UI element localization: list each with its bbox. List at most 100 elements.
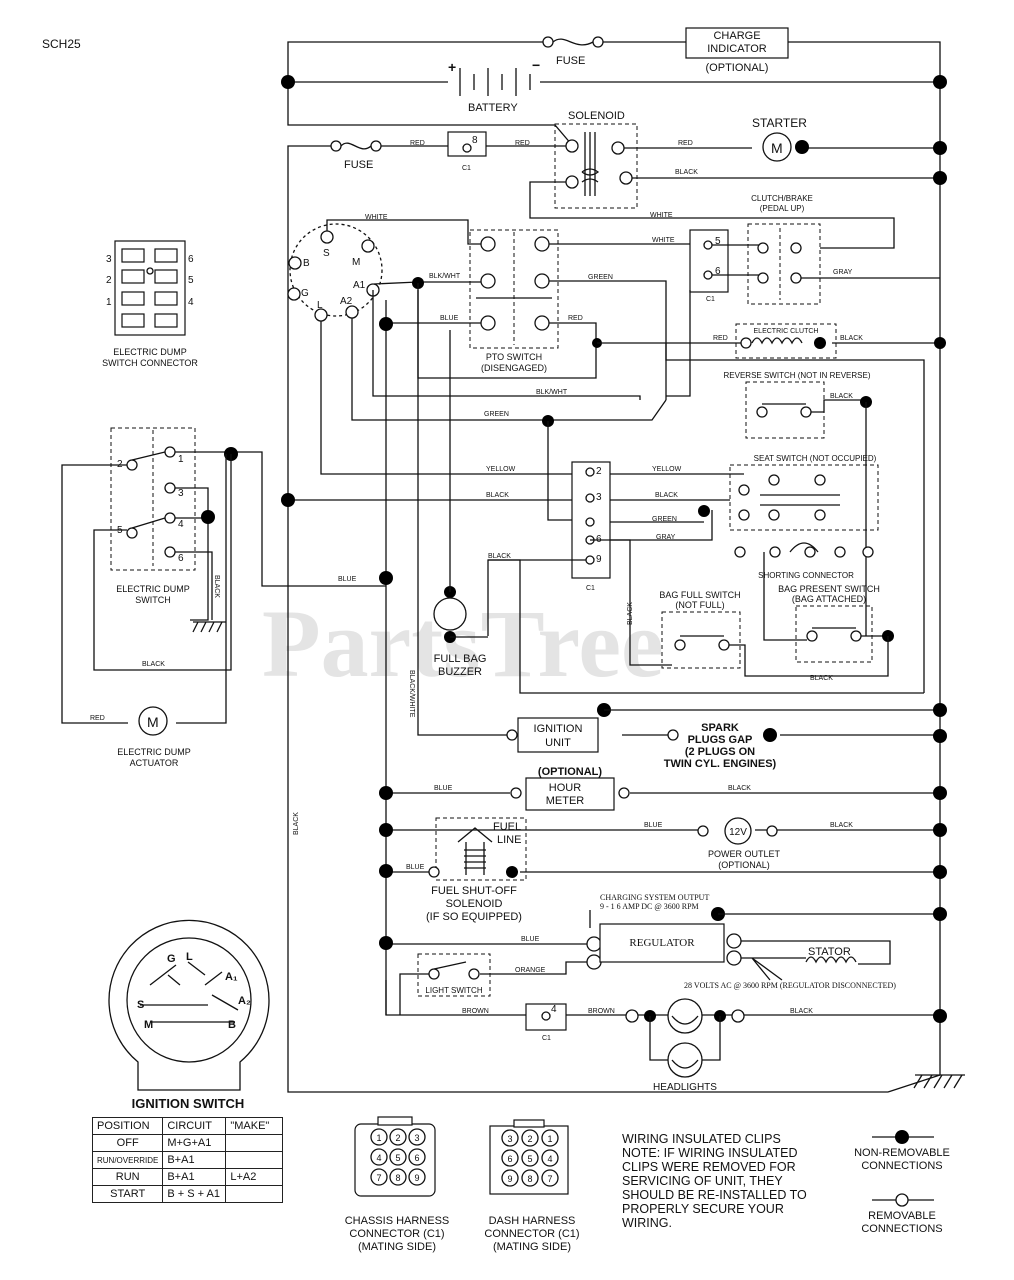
- svg-text:SPARK: SPARK: [701, 722, 739, 734]
- c1-5-6: 5 6 C1: [689, 229, 760, 303]
- wiring-note: WIRING INSULATED CLIPS NOTE: IF WIRING I…: [622, 1132, 807, 1230]
- svg-text:RED: RED: [410, 140, 425, 147]
- svg-text:HOUR: HOUR: [549, 782, 581, 794]
- svg-text:SEAT SWITCH (NOT OCCUPIED): SEAT SWITCH (NOT OCCUPIED): [754, 454, 877, 463]
- svg-text:BLACK: BLACK: [840, 335, 863, 342]
- svg-text:BLACK: BLACK: [488, 553, 511, 560]
- ignition-unit: BLACK/WHITE IGNITION UNIT SPARK PLUGS GA…: [408, 290, 947, 770]
- pto-switch: PTO SWITCH (DISENGAGED): [469, 229, 559, 373]
- ignition-switch-table: POSITION CIRCUIT "MAKE" OFF M+G+A1 RUN/O…: [91, 1117, 284, 1203]
- svg-text:CONNECTOR (C1): CONNECTOR (C1): [484, 1228, 579, 1240]
- svg-text:M: M: [144, 1019, 153, 1031]
- svg-text:PROPERLY SECURE YOUR: PROPERLY SECURE YOUR: [622, 1202, 784, 1216]
- svg-text:BLACK: BLACK: [728, 785, 751, 792]
- svg-text:LIGHT SWITCH: LIGHT SWITCH: [425, 986, 482, 995]
- svg-text:(OPTIONAL): (OPTIONAL): [718, 860, 770, 870]
- svg-text:BLK/WHT: BLK/WHT: [429, 273, 461, 280]
- svg-text:5: 5: [395, 1153, 400, 1163]
- svg-text:REVERSE SWITCH (NOT IN REVERSE: REVERSE SWITCH (NOT IN REVERSE): [724, 371, 871, 380]
- svg-text:CHASSIS HARNESS: CHASSIS HARNESS: [345, 1215, 450, 1227]
- bag-present-switch: BAG PRESENT SWITCH (BAG ATTACHED) BLACK: [729, 552, 894, 682]
- svg-text:NOTE: IF WIRING INSULATED: NOTE: IF WIRING INSULATED: [622, 1146, 797, 1160]
- table-header-row: POSITION CIRCUIT "MAKE": [91, 1117, 284, 1135]
- svg-text:CHARGE: CHARGE: [713, 30, 760, 42]
- svg-text:A1: A1: [353, 280, 366, 291]
- svg-text:CLUTCH/BRAKE: CLUTCH/BRAKE: [751, 194, 813, 203]
- svg-text:BAG FULL SWITCH: BAG FULL SWITCH: [659, 590, 740, 600]
- svg-text:(2 PLUGS ON: (2 PLUGS ON: [685, 746, 755, 758]
- svg-text:−: −: [532, 57, 540, 73]
- svg-text:IGNITION: IGNITION: [534, 723, 583, 735]
- starter-wiring: RED BLACK M STARTER: [624, 116, 947, 185]
- hour-meter: BLUE (OPTIONAL) HOUR METER BLACK: [379, 766, 947, 811]
- svg-text:M: M: [147, 714, 159, 730]
- svg-text:LINE: LINE: [497, 834, 521, 846]
- svg-text:CHARGING SYSTEM OUTPUT: CHARGING SYSTEM OUTPUT: [600, 893, 709, 902]
- svg-text:M: M: [352, 257, 360, 268]
- svg-text:SWITCH CONNECTOR: SWITCH CONNECTOR: [102, 358, 198, 368]
- svg-text:WIRING.: WIRING.: [622, 1216, 672, 1230]
- ignition-switch-face: G L A₁ A₂ S M B IGNITION SWITCH: [108, 919, 270, 1111]
- svg-text:4: 4: [551, 1004, 557, 1015]
- svg-text:3: 3: [507, 1134, 512, 1144]
- dump-actuator-motor: [138, 706, 168, 736]
- svg-text:2: 2: [527, 1134, 532, 1144]
- ignition-switch-terminals: S M B G L A2 A1: [287, 223, 383, 322]
- svg-text:2: 2: [106, 275, 112, 286]
- svg-text:GRAY: GRAY: [833, 269, 853, 276]
- svg-text:8: 8: [527, 1174, 532, 1184]
- svg-text:BAG PRESENT SWITCH: BAG PRESENT SWITCH: [778, 584, 880, 594]
- table-row: RUN B+A1 L+A2: [91, 1168, 284, 1186]
- svg-text:POWER OUTLET: POWER OUTLET: [708, 849, 781, 859]
- svg-text:4: 4: [188, 297, 194, 308]
- svg-text:6: 6: [188, 254, 194, 265]
- full-bag-buzzer: FULL BAG BUZZER: [433, 330, 488, 678]
- headlights-circuit: BROWN 4 C1 BROWN BLACK HEADLIGHTS BLACK: [293, 812, 947, 1093]
- svg-text:ELECTRIC DUMP: ELECTRIC DUMP: [117, 747, 191, 757]
- light-switch: LIGHT SWITCH: [385, 953, 491, 1015]
- svg-text:BLACK: BLACK: [142, 661, 165, 668]
- svg-text:2: 2: [596, 466, 602, 477]
- svg-text:RED: RED: [90, 715, 105, 722]
- svg-text:S: S: [323, 248, 330, 259]
- svg-text:28 VOLTS AC @ 3600 RPM (REGULA: 28 VOLTS AC @ 3600 RPM (REGULATOR DISCON…: [684, 981, 896, 990]
- svg-text:SHORTING CONNECTOR: SHORTING CONNECTOR: [758, 571, 854, 580]
- svg-text:FULL BAG: FULL BAG: [434, 653, 487, 665]
- svg-text:C1: C1: [586, 585, 595, 592]
- svg-text:FUEL: FUEL: [493, 821, 521, 833]
- svg-text:M: M: [771, 140, 783, 156]
- svg-text:PTO SWITCH: PTO SWITCH: [486, 352, 542, 362]
- svg-text:UNIT: UNIT: [545, 737, 571, 749]
- electric-dump-switch: 2 1 3 5 4 6 ELECTRIC DUMP SWITCH: [110, 427, 196, 605]
- svg-text:CLIPS WERE REMOVED FOR: CLIPS WERE REMOVED FOR: [622, 1160, 796, 1174]
- svg-text:ELECTRIC DUMP: ELECTRIC DUMP: [116, 584, 190, 594]
- svg-text:8: 8: [472, 135, 478, 146]
- chassis-harness-connector: 1 2 3 4 5 6 7 8 9 CHASSIS HARNESS CONNEC…: [345, 1116, 450, 1253]
- svg-text:BLACK: BLACK: [675, 169, 698, 176]
- reverse-switch: REVERSE SWITCH (NOT IN REVERSE) BLACK: [724, 371, 872, 636]
- svg-text:G: G: [301, 288, 309, 299]
- svg-text:12V: 12V: [729, 827, 747, 838]
- svg-text:A₂: A₂: [238, 995, 251, 1007]
- fuse-ignition: FUSE RED 8 C1 RED: [287, 131, 566, 245]
- svg-text:DASH HARNESS: DASH HARNESS: [489, 1215, 576, 1227]
- svg-text:L: L: [317, 300, 323, 311]
- svg-text:WHITE: WHITE: [650, 212, 673, 219]
- svg-text:YELLOW: YELLOW: [486, 466, 516, 473]
- svg-text:WHITE: WHITE: [365, 214, 388, 221]
- svg-text:6: 6: [507, 1154, 512, 1164]
- svg-text:CONNECTIONS: CONNECTIONS: [861, 1160, 942, 1172]
- svg-text:HEADLIGHTS: HEADLIGHTS: [653, 1082, 717, 1093]
- svg-text:BLACK: BLACK: [810, 675, 833, 682]
- svg-text:ELECTRIC DUMP: ELECTRIC DUMP: [113, 347, 187, 357]
- svg-text:5: 5: [715, 236, 721, 247]
- svg-text:INDICATOR: INDICATOR: [707, 43, 767, 55]
- svg-text:1: 1: [178, 454, 184, 465]
- svg-text:BLUE: BLUE: [644, 822, 663, 829]
- svg-text:REMOVABLE: REMOVABLE: [868, 1210, 936, 1222]
- solenoid: SOLENOID: [554, 110, 638, 209]
- svg-text:(NOT FULL): (NOT FULL): [675, 600, 724, 610]
- svg-text:+: +: [448, 59, 456, 75]
- svg-text:TWIN CYL. ENGINES): TWIN CYL. ENGINES): [664, 758, 777, 770]
